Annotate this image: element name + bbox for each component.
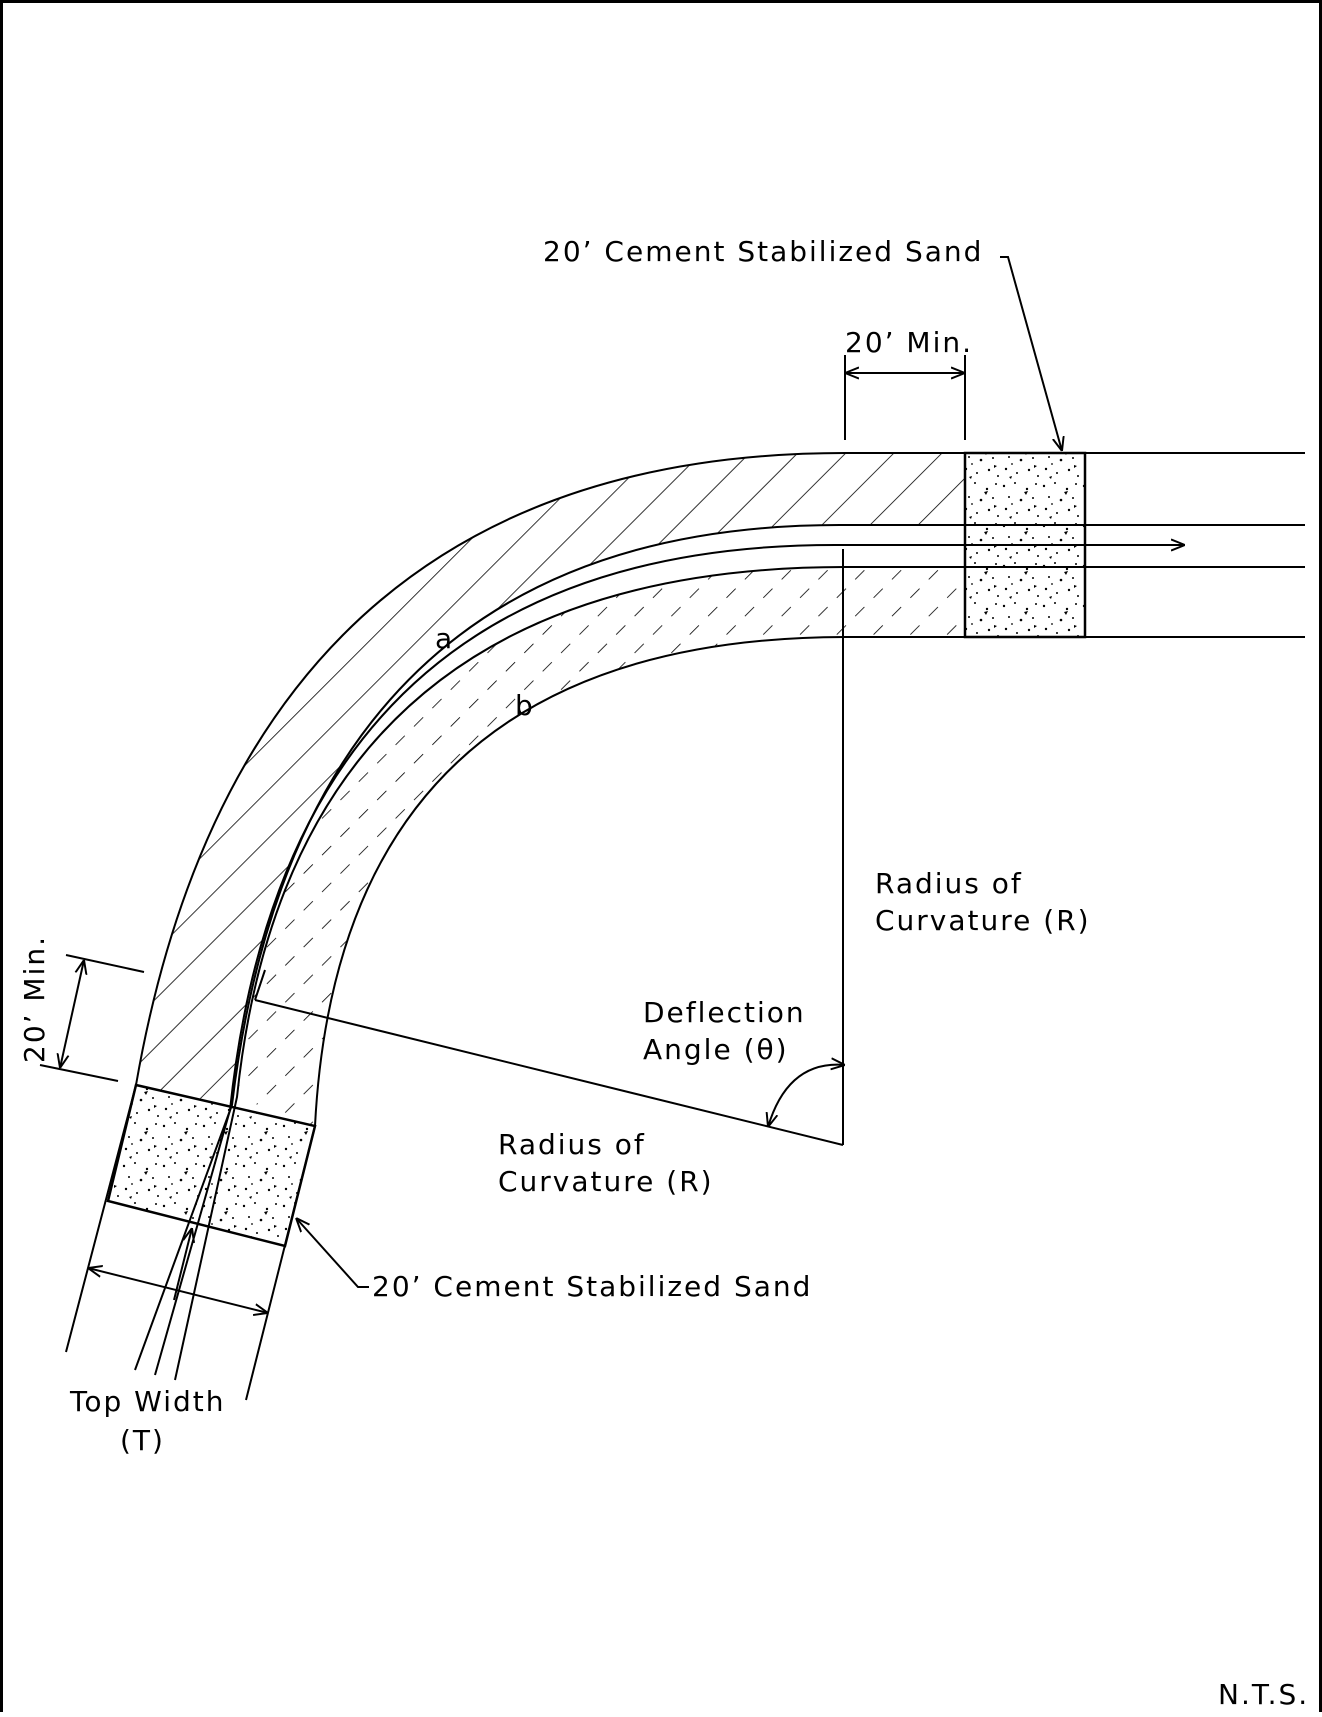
dim-left-extension-top <box>65 954 145 973</box>
label-min-left: 20’ Min. <box>18 935 51 1063</box>
deflection-angle-arc <box>768 1065 845 1127</box>
label-min-top: 20’ Min. <box>845 326 973 359</box>
inner-edge-line <box>245 636 1305 1401</box>
dim-left-extension-bottom <box>39 1064 119 1082</box>
label-radius-lower-1: Radius of <box>498 1128 646 1161</box>
label-top-width-1: Top Width <box>69 1385 226 1418</box>
pipe-line-1 <box>134 523 1305 1371</box>
dim-left-line <box>60 960 84 1068</box>
pipe-centerline <box>154 543 846 1376</box>
top-width-dimension-line <box>88 1268 268 1313</box>
outer-berm-hatch <box>136 453 965 1105</box>
pipe-line-2 <box>174 566 1305 1381</box>
leader-sand-bottom <box>296 1218 369 1288</box>
label-marker-b: b <box>515 689 535 722</box>
inner-berm-hatch <box>237 567 965 1126</box>
label-radius-right-2: Curvature (R) <box>875 904 1091 937</box>
label-deflection-2: Angle (θ) <box>643 1033 789 1066</box>
label-marker-a: a <box>435 622 454 655</box>
label-nts: N.T.S. <box>1218 1678 1309 1711</box>
label-radius-right-1: Radius of <box>875 867 1023 900</box>
pipe-bend-tangent <box>254 969 266 1001</box>
top-width-pointer <box>173 1228 192 1301</box>
leader-sand-top <box>1000 256 1062 451</box>
label-sand-bottom: 20’ Cement Stabilized Sand <box>372 1270 812 1303</box>
label-top-width-2: (T) <box>120 1424 165 1457</box>
label-deflection-1: Deflection <box>643 996 806 1029</box>
radius-line-angled <box>254 999 844 1146</box>
outer-edge-line <box>65 452 1305 1353</box>
label-radius-lower-2: Curvature (R) <box>498 1165 714 1198</box>
label-sand-top: 20’ Cement Stabilized Sand <box>543 235 983 268</box>
